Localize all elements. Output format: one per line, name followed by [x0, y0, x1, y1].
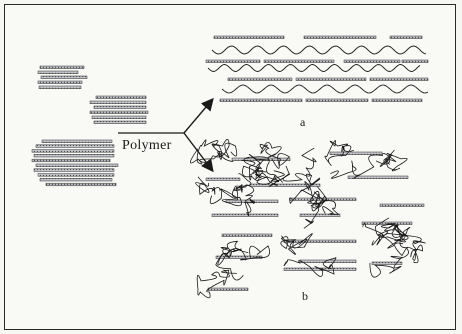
- silicate-layer: [213, 35, 285, 39]
- silicate-layer: [35, 163, 119, 167]
- polymer-chain: [221, 84, 429, 94]
- silicate-layer: [211, 213, 279, 217]
- polymer-coil: [362, 222, 408, 257]
- silicate-layer: [37, 80, 83, 84]
- silicate-layer: [45, 182, 117, 187]
- silicate-layer: [263, 59, 335, 63]
- silicate-layer: [221, 233, 273, 237]
- arrow-to-intercalated: [183, 97, 214, 134]
- silicate-layer: [89, 110, 149, 114]
- polymer-coil: [215, 245, 271, 281]
- silicate-layer: [305, 98, 369, 102]
- polymer-coil: [220, 173, 252, 207]
- silicate-layer: [389, 35, 423, 39]
- silicate-layer: [371, 98, 423, 102]
- silicate-layer: [33, 168, 115, 172]
- panel-a-label: a: [300, 115, 306, 129]
- silicate-layer: [207, 287, 249, 291]
- polymer-coil: [391, 224, 426, 261]
- silicate-layer: [93, 105, 147, 109]
- silicate-layer: [303, 35, 377, 39]
- silicate-layer: [31, 149, 115, 153]
- silicate-layer: [249, 183, 321, 187]
- silicate-layer: [299, 213, 341, 217]
- panel-b-label: b: [302, 289, 308, 303]
- silicate-stack-large: [31, 139, 119, 187]
- polymer-coil: [233, 183, 256, 217]
- silicate-layer: [35, 144, 115, 148]
- silicate-layer: [379, 203, 425, 207]
- silicate-layer: [33, 154, 115, 158]
- polymer-coil: [324, 140, 355, 166]
- silicate-layer: [95, 95, 147, 99]
- silicate-layer: [37, 173, 115, 177]
- silicate-layer: [31, 158, 111, 163]
- silicate-layer: [93, 120, 147, 124]
- polymer-coil: [243, 154, 284, 183]
- polymer-coil: [280, 233, 313, 255]
- silicate-layer: [227, 77, 293, 81]
- polymer-coil: [256, 147, 317, 185]
- polymer-coil: [375, 149, 408, 172]
- silicate-layer: [371, 261, 403, 265]
- polymer-coil: [371, 217, 409, 249]
- silicate-layer: [89, 100, 147, 104]
- silicate-layer: [295, 77, 367, 81]
- polymer-coil: [283, 257, 337, 277]
- silicate-layer: [401, 59, 429, 63]
- silicate-layer: [329, 151, 383, 155]
- silicate-layer: [347, 175, 409, 179]
- silicate-layer: [41, 139, 113, 143]
- silicate-layer: [40, 75, 88, 79]
- polymer-coil: [330, 153, 397, 179]
- polymer-coil: [199, 142, 238, 163]
- polymer-coil: [381, 223, 411, 241]
- polymer-coil: [259, 142, 291, 169]
- silicate-layer: [369, 77, 429, 81]
- silicate-stack-small: [37, 65, 88, 89]
- polymer-coil: [369, 247, 419, 278]
- polymer-coil: [195, 176, 223, 204]
- figure-frame: [4, 4, 456, 330]
- intercalated-structure: [205, 35, 429, 102]
- polymer-coil: [196, 269, 237, 299]
- silicate-layer: [219, 98, 303, 102]
- silicate-layer: [37, 70, 79, 74]
- silicate-stack-medium: [89, 95, 149, 124]
- silicate-layer: [205, 59, 261, 63]
- polymer-coil: [310, 193, 340, 215]
- silicate-layer: [39, 65, 85, 69]
- silicate-layer: [91, 115, 147, 119]
- polymer-coil: [190, 138, 230, 165]
- silicate-layer: [38, 85, 82, 89]
- polymer-chain: [207, 64, 421, 72]
- polymer-coil: [217, 240, 249, 266]
- exfoliated-structure: [190, 138, 426, 299]
- polymer-label: Polymer: [122, 138, 172, 153]
- silicate-layer: [39, 178, 113, 182]
- polymer-chain: [211, 45, 427, 55]
- silicate-layer: [343, 59, 401, 63]
- silicate-layer: [205, 177, 241, 181]
